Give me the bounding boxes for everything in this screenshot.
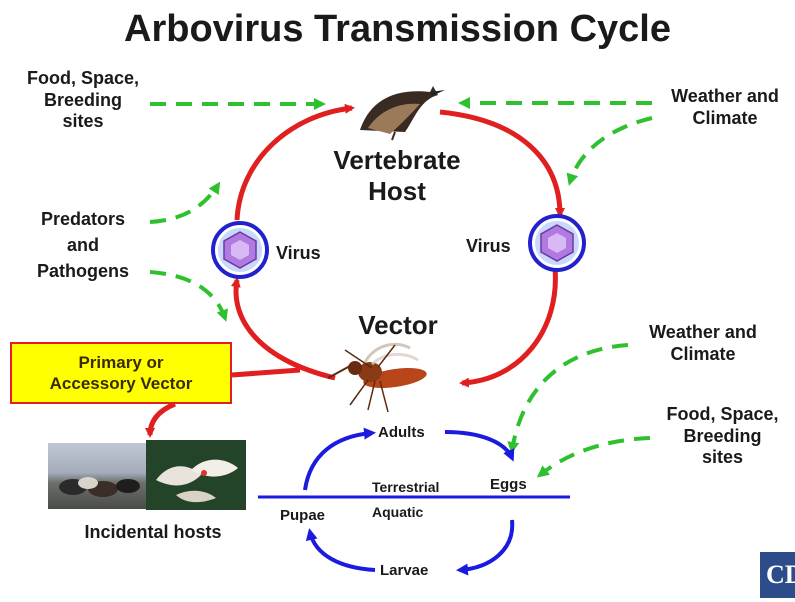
primary-accessory-vector-box: Primary or Accessory Vector bbox=[10, 342, 232, 404]
terrestrial-label: Terrestrial bbox=[372, 479, 439, 496]
arrow-larvae-to-pupae bbox=[310, 532, 375, 570]
arrow-right-virus-to-vector bbox=[462, 268, 555, 383]
vertebrate-host-label: Vertebrate Host bbox=[322, 145, 472, 207]
aquatic-label: Aquatic bbox=[372, 504, 423, 521]
factor-food-right-line2: Breeding bbox=[650, 426, 795, 448]
factor-weather-top-line1: Weather and bbox=[655, 86, 795, 108]
birds-photo bbox=[146, 440, 246, 510]
factor-food-right-line3: sites bbox=[650, 447, 795, 469]
primary-vector-line1: Primary or bbox=[78, 352, 163, 373]
bird-icon bbox=[355, 78, 445, 140]
vertebrate-host-text: Vertebrate Host bbox=[322, 145, 472, 207]
life-pupae-label: Pupae bbox=[280, 507, 325, 525]
factor-weather-top: Weather and Climate bbox=[655, 86, 795, 129]
factor-predators-line3: Pathogens bbox=[18, 258, 148, 284]
arrow-food-to-eggs bbox=[540, 438, 650, 475]
arrow-pupae-to-adults bbox=[305, 433, 372, 490]
factor-weather-top-line2: Climate bbox=[655, 108, 795, 130]
incidental-hosts-label: Incidental hosts bbox=[78, 522, 228, 544]
arrow-primary-box-to-incidental bbox=[150, 404, 175, 435]
factor-food-left-line1: Food, Space, bbox=[8, 68, 158, 90]
life-adults-label: Adults bbox=[378, 424, 425, 442]
factor-predators: Predators and Pathogens bbox=[18, 206, 148, 284]
factor-food-left: Food, Space, Breeding sites bbox=[8, 68, 158, 133]
factor-food-right: Food, Space, Breeding sites bbox=[650, 404, 795, 469]
mosquito-icon bbox=[328, 344, 428, 412]
arrow-eggs-to-larvae bbox=[460, 520, 512, 570]
primary-vector-line2: Accessory Vector bbox=[50, 373, 193, 394]
virus-right-label: Virus bbox=[466, 236, 511, 258]
factor-weather-mid-line1: Weather and bbox=[628, 322, 778, 344]
incidental-hosts-text: Incidental hosts bbox=[84, 522, 221, 542]
factor-weather-mid-line2: Climate bbox=[628, 344, 778, 366]
arrow-adults-to-eggs bbox=[445, 432, 512, 458]
factor-food-left-line2: Breeding bbox=[8, 90, 158, 112]
vector-label: Vector bbox=[348, 310, 448, 341]
arrow-weather-to-cycle bbox=[570, 118, 652, 182]
virus-icon-left bbox=[213, 223, 267, 277]
arrow-weather-to-eggs bbox=[512, 345, 628, 450]
factor-predators-line1: Predators bbox=[18, 206, 148, 232]
virus-left-label: Virus bbox=[276, 243, 321, 265]
arrow-vector-to-primary-box bbox=[232, 370, 300, 375]
factor-weather-mid: Weather and Climate bbox=[628, 322, 778, 365]
arrow-vector-to-left-virus bbox=[236, 280, 335, 378]
horses-photo bbox=[48, 443, 146, 509]
arrow-predators-up bbox=[150, 185, 218, 222]
factor-predators-line2: and bbox=[18, 232, 148, 258]
life-eggs-label: Eggs bbox=[490, 476, 527, 494]
virus-icon-right bbox=[530, 216, 584, 270]
factor-food-right-line1: Food, Space, bbox=[650, 404, 795, 426]
factor-food-left-line3: sites bbox=[8, 111, 158, 133]
arrow-predators-down bbox=[150, 272, 225, 318]
life-larvae-label: Larvae bbox=[380, 562, 428, 580]
page-title: Arbovirus Transmission Cycle bbox=[0, 8, 795, 51]
cdc-logo: CD bbox=[760, 552, 795, 598]
